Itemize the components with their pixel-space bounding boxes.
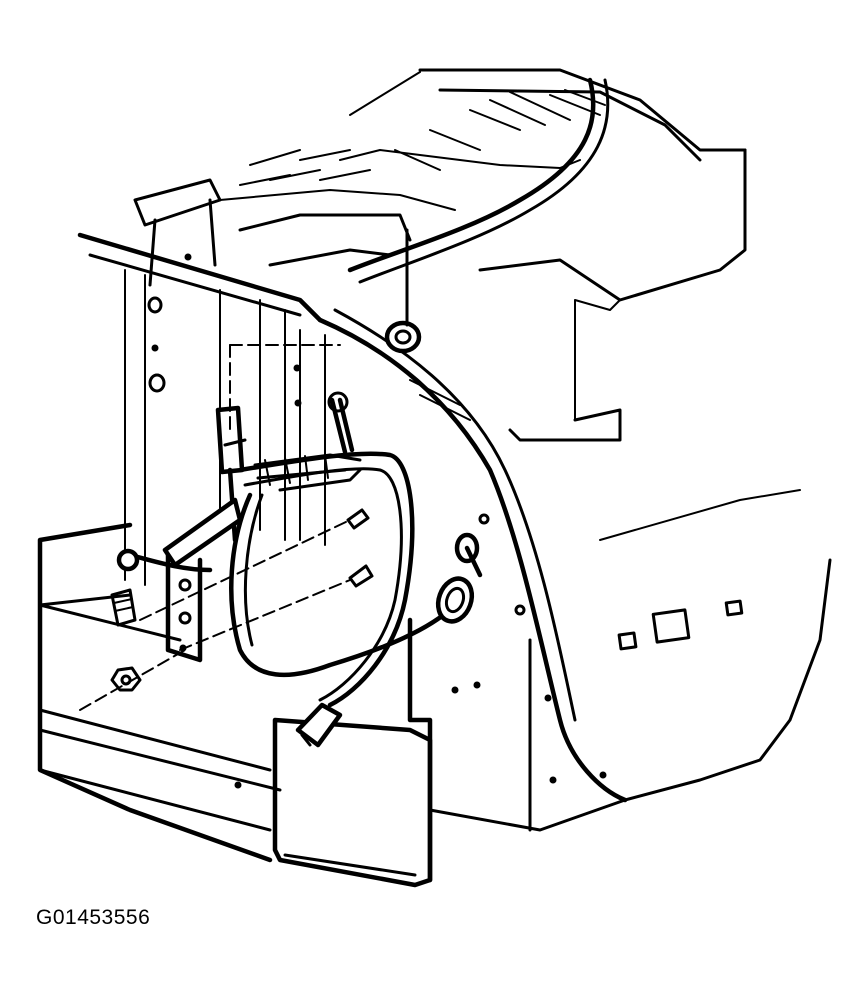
fasteners bbox=[110, 508, 374, 692]
figure-code: G01453556 bbox=[36, 906, 151, 929]
grommets bbox=[384, 228, 483, 624]
radiator-support bbox=[77, 178, 412, 586]
inner-fender bbox=[317, 308, 832, 803]
upper-hoses bbox=[347, 77, 610, 284]
wiring-harness bbox=[229, 391, 458, 708]
install-lines bbox=[79, 344, 351, 711]
harness-connector bbox=[295, 702, 343, 748]
hood-panel bbox=[219, 68, 747, 442]
splash-shield bbox=[272, 717, 433, 888]
sensor-assembly bbox=[116, 405, 247, 663]
mounting-holes bbox=[147, 253, 302, 407]
